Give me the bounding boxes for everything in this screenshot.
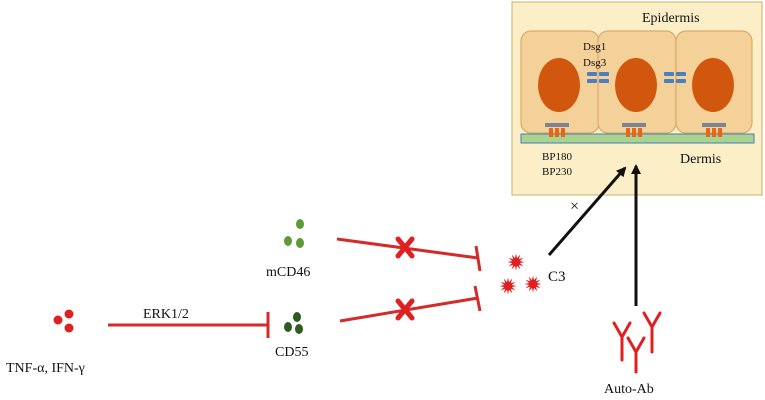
dsg1-label: Dsg1 xyxy=(583,41,606,53)
c3-starburst-icon xyxy=(507,253,525,271)
cd55-inhibition-bar xyxy=(473,285,482,312)
bp180-label: BP180 xyxy=(542,151,572,163)
nucleus-icon xyxy=(615,58,657,112)
keratinocyte-cell-1 xyxy=(520,30,600,134)
tnf-ifn-label: TNF-α, IFN-γ xyxy=(6,361,85,376)
mcd46-label: mCD46 xyxy=(266,265,310,280)
bp230-label: BP230 xyxy=(542,166,572,178)
nucleus-icon xyxy=(692,58,734,112)
nucleus-icon xyxy=(538,58,580,112)
erk-label: ERK1/2 xyxy=(143,307,189,322)
hemidesmosome-icon xyxy=(702,123,726,137)
c3-complement-icon xyxy=(499,253,542,295)
blocked-x-icon xyxy=(395,236,415,259)
hemidesmosome-icon xyxy=(545,123,569,137)
basement-membrane xyxy=(520,133,755,144)
dermis-label: Dermis xyxy=(680,152,721,167)
blocked-mark: × xyxy=(570,198,579,215)
c3-deposition-arrow xyxy=(547,166,627,256)
antibody-icon xyxy=(612,311,662,374)
autoab-label: Auto-Ab xyxy=(604,382,654,397)
mcd46-icon xyxy=(284,219,304,248)
desmosome-icon xyxy=(587,72,609,83)
cytokine-icon xyxy=(53,309,74,333)
c3-label: C3 xyxy=(548,269,566,285)
keratinocyte-cell-2 xyxy=(597,30,677,134)
epidermis-label: Epidermis xyxy=(642,11,700,26)
c3-starburst-icon xyxy=(524,275,542,293)
mcd46-inhibition-bar xyxy=(474,245,482,272)
dsg3-label: Dsg3 xyxy=(583,57,607,69)
hemidesmosome-icon xyxy=(622,123,646,137)
c3-starburst-icon xyxy=(499,277,517,295)
skin-panel: Epidermis Dermis Dsg1 Dsg3 xyxy=(511,1,763,196)
cd55-inhibition-line xyxy=(339,296,479,323)
blocked-x-icon xyxy=(395,298,415,321)
desmosome-icon xyxy=(664,72,686,83)
cd55-label: CD55 xyxy=(275,345,308,360)
cd55-icon xyxy=(284,312,303,334)
keratinocyte-cell-3 xyxy=(675,30,753,134)
